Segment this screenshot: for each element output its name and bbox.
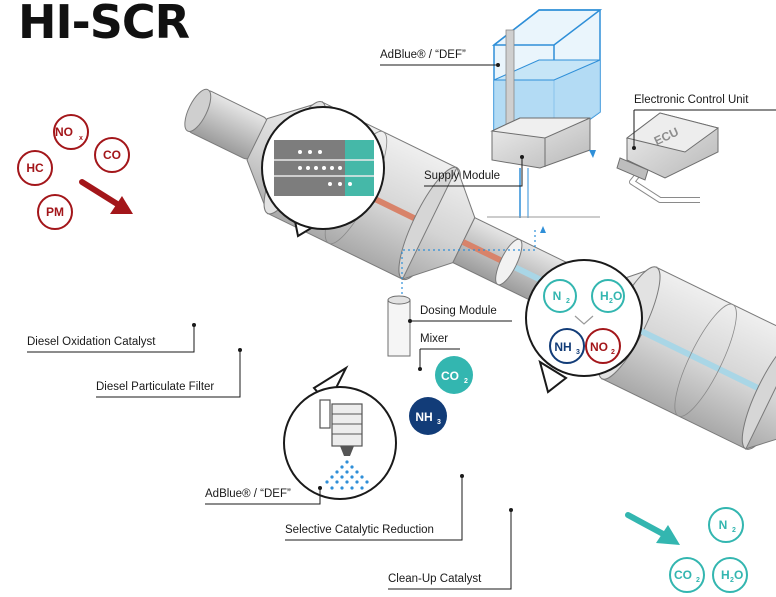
mixer-blades [495, 238, 523, 286]
svg-text:N: N [553, 289, 562, 303]
outlet-cone [744, 336, 776, 450]
outlet-arrow [625, 512, 680, 545]
svg-text:Diesel Particulate Filter: Diesel Particulate Filter [96, 381, 214, 393]
gas-co-inlet: CO [94, 137, 130, 173]
spray-callout [283, 365, 397, 500]
label-adblue-tank: AdBlue® / “DEF” [380, 49, 500, 67]
svg-text:NO: NO [590, 340, 608, 354]
suction-pipe [505, 29, 515, 126]
gas-pm: PM [37, 194, 73, 230]
exhaust-assembly [184, 88, 776, 450]
reaction-no2: NO 2 [585, 328, 621, 364]
label-supply-module: Supply Module [424, 155, 524, 187]
svg-text:O: O [734, 568, 743, 582]
reaction-arrows [574, 315, 594, 325]
svg-text:NO: NO [55, 125, 73, 139]
svg-text:Diesel Oxidation Catalyst: Diesel Oxidation Catalyst [27, 336, 156, 348]
adblue-dose-line [401, 230, 536, 300]
gas-hc: HC [17, 150, 53, 186]
svg-text:H: H [600, 289, 609, 303]
label-adblue-spray: AdBlue® / “DEF” [205, 486, 322, 505]
gas-co2-mid: CO 2 [435, 356, 473, 394]
label-dpf: Diesel Particulate Filter [96, 348, 242, 398]
svg-text:HC: HC [26, 161, 44, 175]
svg-text:3: 3 [437, 419, 441, 426]
svg-text:3: 3 [576, 349, 580, 356]
svg-text:NH: NH [415, 410, 432, 424]
gas-nh3-mid: NH 3 [409, 397, 447, 435]
gas-h2o-outlet: H 2 O [712, 557, 748, 593]
svg-text:2: 2 [609, 298, 613, 305]
svg-text:NH: NH [554, 340, 571, 354]
svg-text:PM: PM [46, 205, 64, 219]
svg-text:Supply Module: Supply Module [424, 170, 500, 182]
svg-text:2: 2 [730, 577, 734, 584]
svg-text:AdBlue® / “DEF”: AdBlue® / “DEF” [205, 488, 291, 500]
label-doc: Diesel Oxidation Catalyst [27, 323, 196, 353]
gas-nox: NO x [53, 114, 89, 150]
dosing-module [387, 295, 411, 357]
adblue-spray [325, 460, 369, 490]
substrate-coating [345, 140, 374, 196]
supply-module [490, 117, 591, 169]
svg-text:CO: CO [441, 369, 459, 383]
svg-text:H: H [721, 568, 730, 582]
reaction-nh3: NH 3 [549, 328, 585, 364]
label-dosing-module: Dosing Module [408, 305, 512, 323]
svg-text:Clean-Up Catalyst: Clean-Up Catalyst [388, 573, 482, 585]
svg-text:2: 2 [566, 298, 570, 305]
svg-text:Electronic Control Unit: Electronic Control Unit [634, 94, 749, 106]
substrate-callout [261, 106, 385, 238]
svg-text:Dosing Module: Dosing Module [420, 305, 497, 317]
svg-text:2: 2 [464, 378, 468, 385]
label-cuc: Clean-Up Catalyst [388, 508, 513, 590]
svg-text:Mixer: Mixer [420, 333, 448, 345]
inlet-pipe-opening [184, 88, 212, 132]
svg-text:AdBlue® / “DEF”: AdBlue® / “DEF” [380, 49, 466, 61]
svg-text:x: x [79, 135, 83, 142]
svg-text:N: N [719, 518, 728, 532]
gas-n2-outlet: N 2 [708, 507, 744, 543]
reaction-h2o: H 2 O [591, 279, 625, 313]
svg-text:CO: CO [103, 148, 121, 162]
gas-co2-outlet: CO 2 [669, 557, 705, 593]
svg-text:CO: CO [674, 568, 692, 582]
svg-text:2: 2 [611, 349, 615, 356]
brand-logo: HI-SCR [18, 0, 190, 49]
svg-text:2: 2 [732, 527, 736, 534]
scr-internal-flow [627, 322, 774, 398]
svg-text:O: O [613, 289, 622, 303]
ecu: ECU [616, 112, 720, 203]
reaction-callout: N 2 H 2 O NH 3 NO 2 [525, 259, 643, 394]
scr-cuc-seam [674, 303, 737, 417]
svg-text:Selective Catalytic Reduction: Selective Catalytic Reduction [285, 524, 434, 536]
injector-nozzle [319, 399, 363, 456]
label-ecu: Electronic Control Unit [632, 94, 776, 150]
svg-text:2: 2 [696, 577, 700, 584]
inlet-arrow [79, 179, 133, 214]
reaction-n2: N 2 [543, 279, 577, 313]
label-scr: Selective Catalytic Reduction [285, 474, 464, 541]
ecu-connector [616, 157, 649, 181]
label-mixer: Mixer [418, 333, 460, 371]
